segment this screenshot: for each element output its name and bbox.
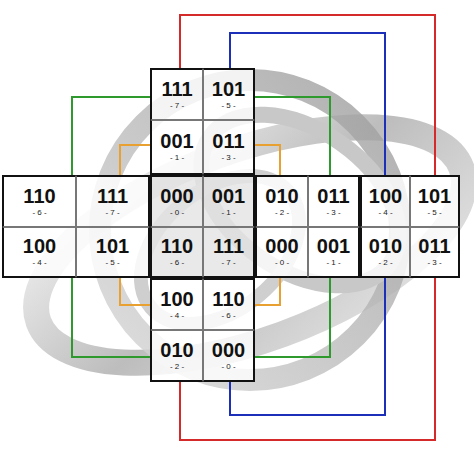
kmap-cell: 110 - 6 - [150, 227, 203, 278]
kmap-cell: 000 - 0 - [255, 227, 308, 278]
binary-code: 110 [161, 236, 193, 256]
binary-code: 010 [369, 236, 402, 256]
binary-code: 001 [160, 131, 193, 151]
kmap-cell: 101 - 5 - [203, 68, 255, 120]
decimal-index: - 7 - [170, 101, 184, 111]
binary-code: 011 [418, 236, 450, 256]
decimal-index: - 6 - [170, 258, 184, 268]
green-wire [255, 97, 330, 175]
orange-wire [120, 145, 150, 175]
orange-wire [255, 278, 280, 305]
kmap-cell: 111 - 7 - [203, 227, 255, 278]
kmap-cell: 001 - 1 - [308, 227, 360, 278]
decimal-index: - 3 - [326, 208, 340, 218]
decimal-index: - 2 - [378, 258, 392, 268]
binary-code: 001 [317, 236, 350, 256]
green-wire [72, 278, 150, 357]
kmap-cell: 100 - 4 - [360, 175, 410, 227]
orange-wire [255, 145, 280, 175]
kmap-cell: 010 - 2 - [150, 330, 203, 382]
decimal-index: - 1 - [170, 153, 184, 163]
decimal-index: - 2 - [170, 362, 184, 372]
green-wire [255, 278, 330, 357]
green-wire [72, 97, 150, 175]
kmap-cell: 011 - 3 - [410, 227, 460, 278]
kmap-cell: 100 - 4 - [2, 227, 76, 278]
kmap-cell: 101 - 5 - [76, 227, 150, 278]
kmap-cell: 110 - 6 - [2, 175, 76, 227]
orange-wire [120, 278, 150, 305]
binary-code: 100 [160, 289, 193, 309]
binary-code: 111 [161, 79, 192, 99]
red-wire [180, 15, 435, 175]
decimal-index: - 0 - [221, 362, 235, 372]
kmap-cell: 101 - 5 - [410, 175, 460, 227]
binary-code: 011 [212, 131, 244, 151]
kmap-cell: 110 - 6 - [203, 278, 255, 330]
decimal-index: - 1 - [221, 208, 235, 218]
decimal-index: - 4 - [170, 311, 184, 321]
binary-code: 001 [212, 186, 245, 206]
kmap-cell: 001 - 1 - [150, 120, 203, 175]
red-wire [180, 278, 435, 440]
decimal-index: - 0 - [275, 258, 289, 268]
kmap-cell: 000 - 0 - [203, 330, 255, 382]
binary-code: 010 [160, 340, 193, 360]
decimal-index: - 3 - [221, 153, 235, 163]
binary-code: 110 [23, 186, 55, 206]
decimal-index: - 7 - [221, 258, 235, 268]
decimal-index: - 1 - [326, 258, 340, 268]
adjacency-wires [72, 15, 435, 440]
binary-code: 101 [418, 186, 451, 206]
kmap-cell: 011 - 3 - [308, 175, 360, 227]
binary-code: 000 [160, 186, 193, 206]
decimal-index: - 6 - [221, 311, 235, 321]
decimal-index: - 2 - [275, 208, 289, 218]
binary-code: 100 [369, 186, 402, 206]
decimal-index: - 4 - [32, 258, 46, 268]
decimal-index: - 5 - [105, 258, 119, 268]
decimal-index: - 3 - [427, 258, 441, 268]
binary-code: 000 [265, 236, 298, 256]
decimal-index: - 7 - [105, 208, 119, 218]
binary-code: 100 [23, 236, 56, 256]
binary-code: 011 [317, 186, 349, 206]
kmap-cell: 001 - 1 - [203, 175, 255, 227]
decimal-index: - 5 - [221, 101, 235, 111]
decimal-index: - 5 - [427, 208, 441, 218]
kmap-cell: 011 - 3 - [203, 120, 255, 175]
decimal-index: - 0 - [170, 208, 184, 218]
decimal-index: - 6 - [32, 208, 46, 218]
binary-code: 101 [212, 79, 245, 99]
kmap-cell: 111 - 7 - [150, 68, 203, 120]
kmap-cell: 000 - 0 - [150, 175, 203, 227]
kmap-cell: 100 - 4 - [150, 278, 203, 330]
kmap-cell: 010 - 2 - [255, 175, 308, 227]
binary-code: 101 [96, 236, 129, 256]
binary-code: 110 [212, 289, 244, 309]
kmap-cell: 010 - 2 - [360, 227, 410, 278]
binary-code: 000 [212, 340, 245, 360]
binary-code: 111 [97, 186, 128, 206]
decimal-index: - 4 - [378, 208, 392, 218]
binary-code: 111 [213, 236, 244, 256]
logo-swoosh [6, 79, 474, 411]
binary-code: 010 [265, 186, 298, 206]
kmap-cell: 111 - 7 - [76, 175, 150, 227]
